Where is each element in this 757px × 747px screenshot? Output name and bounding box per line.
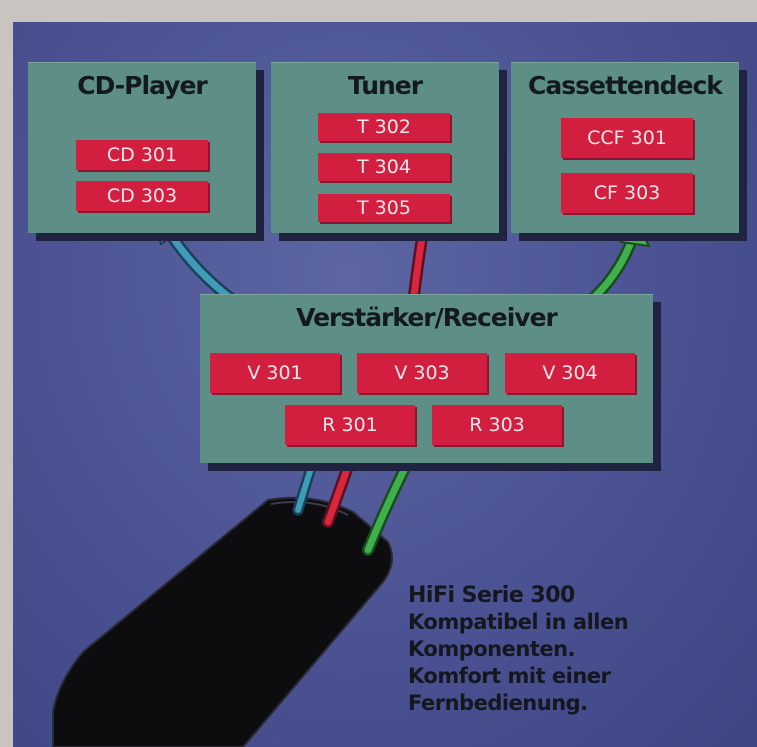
model-t-304: T 304 (318, 153, 450, 181)
caption-line: Komponenten. (408, 636, 728, 663)
diagram-canvas: CD-Player CD 301 CD 303 Tuner T 302 T 30… (13, 22, 757, 747)
model-r-301: R 301 (285, 405, 415, 445)
caption-heading: HiFi Serie 300 (408, 582, 728, 609)
tuner-panel: Tuner T 302 T 304 T 305 (271, 62, 499, 233)
caption-block: HiFi Serie 300 Kompatibel in allen Kompo… (408, 582, 728, 717)
model-r-303: R 303 (432, 405, 562, 445)
model-t-305: T 305 (318, 194, 450, 222)
caption-line: Komfort mit einer (408, 663, 728, 690)
model-ccf-301: CCF 301 (561, 118, 693, 158)
caption-line: Fernbedienung. (408, 690, 728, 717)
cassette-deck-panel: Cassettendeck CCF 301 CF 303 (511, 62, 739, 233)
model-v-304: V 304 (505, 353, 635, 393)
model-v-303: V 303 (357, 353, 487, 393)
model-t-302: T 302 (318, 113, 450, 141)
cassette-deck-title: Cassettendeck (511, 71, 739, 100)
tuner-title: Tuner (271, 71, 499, 100)
cd-player-panel: CD-Player CD 301 CD 303 (28, 62, 256, 233)
caption-line: Kompatibel in allen (408, 609, 728, 636)
cd-player-title: CD-Player (28, 71, 256, 100)
model-cd-303: CD 303 (76, 181, 208, 211)
amplifier-receiver-title: Verstärker/Receiver (200, 303, 653, 332)
amplifier-receiver-panel: Verstärker/Receiver V 301 V 303 V 304 R … (200, 294, 653, 463)
model-v-301: V 301 (210, 353, 340, 393)
model-cd-301: CD 301 (76, 140, 208, 170)
model-cf-303: CF 303 (561, 173, 693, 213)
